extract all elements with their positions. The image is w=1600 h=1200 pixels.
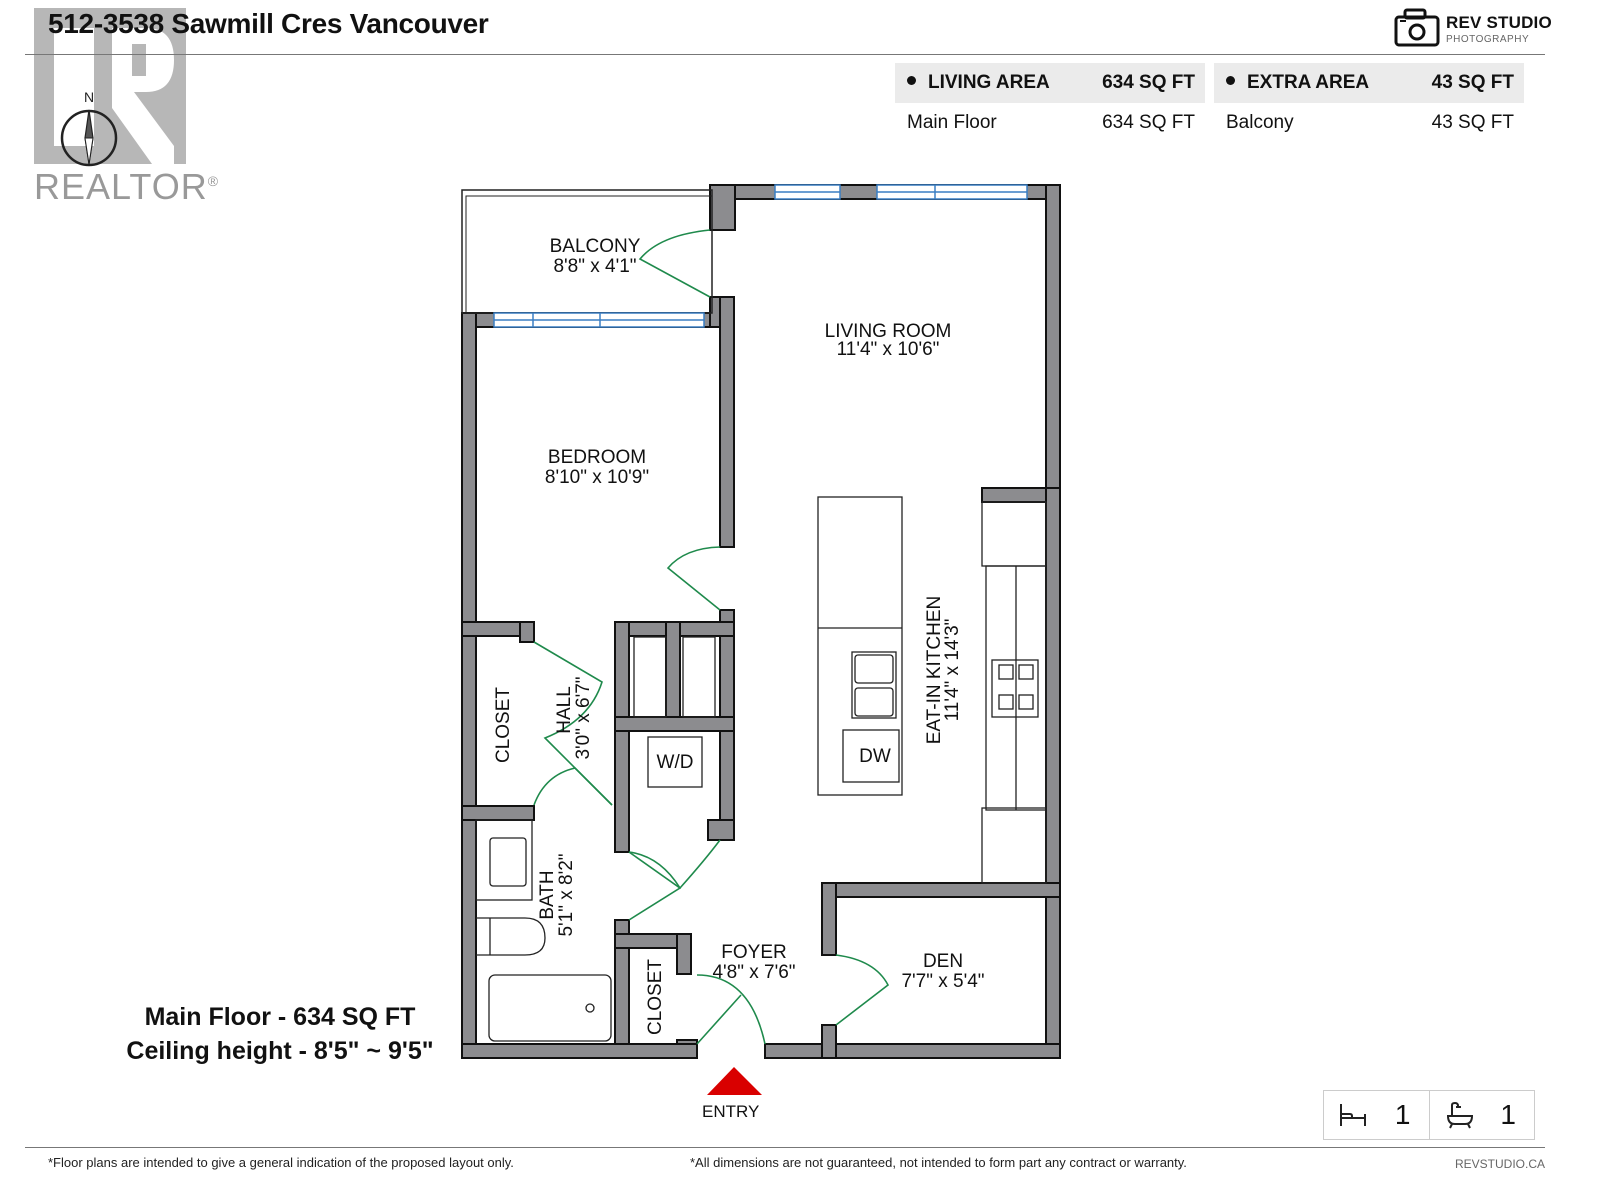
bed-icon (1340, 1104, 1366, 1126)
svg-text:DEN: DEN (923, 951, 963, 972)
floor-summary: Main Floor - 634 SQ FT Ceiling height - … (80, 1000, 480, 1068)
disclaimer-dimensions: *All dimensions are not guaranteed, not … (690, 1155, 1187, 1170)
entry-arrow-icon (707, 1067, 762, 1095)
realtor-text: REALTOR (34, 166, 208, 207)
brand-subtitle: PHOTOGRAPHY (1446, 34, 1530, 45)
svg-text:4'8" x 7'6": 4'8" x 7'6" (712, 962, 795, 983)
disclaimer-layout: *Floor plans are intended to give a gene… (48, 1155, 514, 1170)
extra-area-header: EXTRA AREA 43 SQ FT (1214, 63, 1524, 103)
footer-divider (25, 1147, 1545, 1148)
realtor-logo-icon (34, 8, 186, 164)
svg-text:DW: DW (859, 746, 891, 767)
svg-text:BALCONY: BALCONY (550, 236, 641, 257)
area-row-label: Main Floor (907, 112, 997, 133)
bathroom-count-value: 1 (1500, 1099, 1516, 1130)
realtor-wordmark: REALTOR® (34, 166, 219, 208)
area-row: Balcony 43 SQ FT (1214, 103, 1524, 143)
entry-label: ENTRY (702, 1102, 760, 1121)
living-area-total: 634 SQ FT (1102, 72, 1195, 93)
area-row-value: 43 SQ FT (1431, 112, 1514, 133)
area-row-label: Balcony (1226, 112, 1294, 133)
living-area-table: LIVING AREA 634 SQ FT Main Floor 634 SQ … (895, 63, 1205, 143)
svg-text:11'4" x 10'6": 11'4" x 10'6" (837, 339, 940, 360)
extra-area-title: EXTRA AREA (1247, 72, 1370, 93)
extra-area-table: EXTRA AREA 43 SQ FT Balcony 43 SQ FT (1214, 63, 1524, 143)
svg-text:EAT-IN KITCHEN: EAT-IN KITCHEN (924, 596, 945, 745)
bullet-icon (1226, 76, 1235, 86)
door-swing-icon (533, 229, 890, 1045)
living-area-title: LIVING AREA (928, 72, 1050, 93)
svg-text:7'7" x 5'4": 7'7" x 5'4" (901, 971, 984, 992)
bedroom-count: 1 (1324, 1091, 1429, 1139)
area-row: Main Floor 634 SQ FT (895, 103, 1205, 143)
bathroom-count: 1 (1428, 1091, 1535, 1139)
compass-north-icon: N (60, 89, 118, 167)
brand-name: REV STUDIO (1446, 13, 1552, 32)
bathtub-icon (1446, 1101, 1473, 1129)
svg-text:LIVING ROOM: LIVING ROOM (825, 321, 952, 342)
camera-icon (1394, 8, 1440, 47)
floor-summary-ceiling: Ceiling height - 8'5" ~ 9'5" (126, 1037, 434, 1065)
svg-text:FOYER: FOYER (721, 942, 786, 963)
floor-summary-area: Main Floor - 634 SQ FT (144, 1003, 416, 1031)
header-divider (25, 54, 1545, 55)
area-row-value: 634 SQ FT (1102, 112, 1195, 133)
svg-text:W/D: W/D (657, 752, 694, 773)
compass-label: N (84, 89, 94, 105)
window-icon (493, 184, 1028, 328)
page-title: 512-3538 Sawmill Cres Vancouver (48, 8, 489, 39)
svg-text:CLOSET: CLOSET (645, 959, 666, 1035)
svg-text:BATH: BATH (537, 870, 558, 919)
svg-text:8'10" x 10'9": 8'10" x 10'9" (545, 467, 649, 488)
svg-text:BEDROOM: BEDROOM (548, 447, 646, 468)
svg-text:11'4" x 14'3": 11'4" x 14'3" (942, 619, 963, 722)
svg-text:5'1" x 8'2": 5'1" x 8'2" (556, 853, 577, 936)
registered-mark: ® (207, 173, 220, 189)
room-counts: 1 1 (1323, 1090, 1535, 1140)
bedroom-count-value: 1 (1394, 1099, 1411, 1130)
site-link[interactable]: REVSTUDIO.CA (1455, 1157, 1546, 1171)
living-area-header: LIVING AREA 634 SQ FT (895, 63, 1205, 103)
svg-text:3'0" x 6'7": 3'0" x 6'7" (573, 676, 594, 759)
svg-text:HALL: HALL (554, 686, 575, 734)
extra-area-total: 43 SQ FT (1431, 72, 1514, 93)
svg-text:8'8" x 4'1": 8'8" x 4'1" (553, 256, 636, 277)
svg-text:CLOSET: CLOSET (493, 687, 514, 763)
bullet-icon (907, 76, 916, 86)
